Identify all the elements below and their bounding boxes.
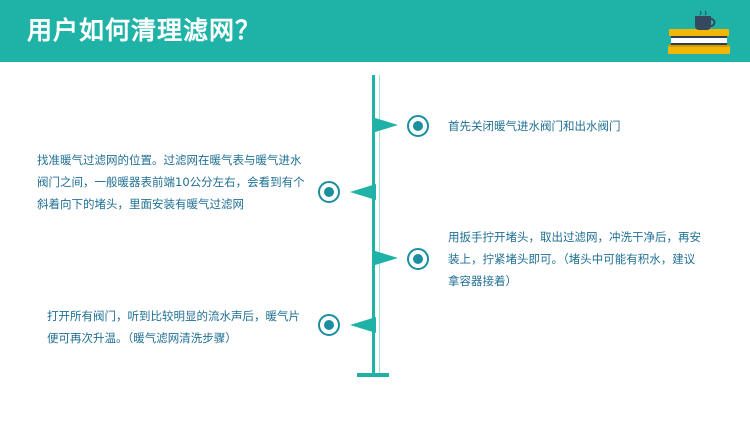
timeline-flag-3: [372, 250, 398, 266]
step-3-text: 用扳手拧开堵头，取出过滤网，冲洗干净后，再安装上，拧紧堵头即可。（堵头中可能有积…: [448, 230, 701, 288]
timeline-axis: [372, 75, 375, 375]
timeline-dot-4: [318, 314, 340, 336]
timeline-flag-4: [350, 317, 376, 333]
books-and-coffee-cup-icon: [668, 10, 730, 54]
timeline-dot-1: [407, 115, 429, 137]
step-2-text: 找准暖气过滤网的位置。过滤网在暖气表与暖气进水阀门之间，一般暖器表前端10公分左…: [37, 153, 305, 211]
page-title: 用户如何清理滤网？: [27, 16, 262, 45]
step-1-text: 首先关闭暖气进水阀门和出水阀门: [448, 119, 621, 133]
timeline-axis-shadow: [379, 75, 380, 375]
timeline-base: [357, 373, 389, 377]
timeline-flag-1: [372, 117, 398, 133]
timeline-flag-2: [350, 184, 376, 200]
header-bar: 用户如何清理滤网？: [0, 0, 750, 62]
timeline-dot-2: [318, 181, 340, 203]
timeline-dot-3: [407, 248, 429, 270]
step-4-text: 打开所有阀门，听到比较明显的流水声后，暖气片便可再次升温。（暖气滤网清洗步骤）: [47, 309, 300, 345]
